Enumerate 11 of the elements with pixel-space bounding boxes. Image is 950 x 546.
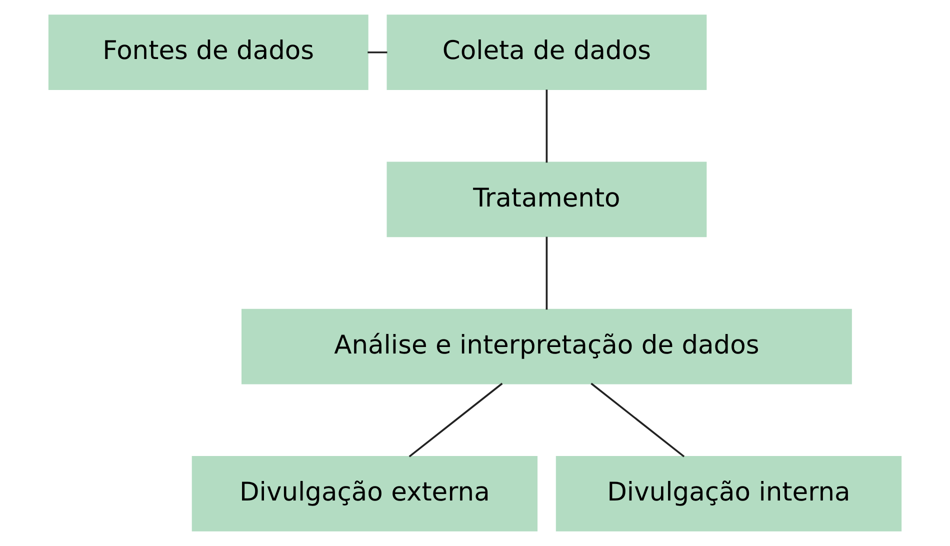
connector <box>368 51 388 54</box>
connector <box>408 382 503 458</box>
connector <box>546 236 548 310</box>
node-box: Fontes de dados <box>48 14 368 90</box>
node-box: Tratamento <box>386 162 707 238</box>
node-box: Divulgação interna <box>556 456 902 532</box>
node-box: Coleta de dados <box>386 14 707 90</box>
connector <box>546 90 548 163</box>
connector <box>590 382 685 458</box>
node-box: Análise e interpretação de dados <box>242 308 852 384</box>
node-box: Divulgação externa <box>192 456 538 532</box>
